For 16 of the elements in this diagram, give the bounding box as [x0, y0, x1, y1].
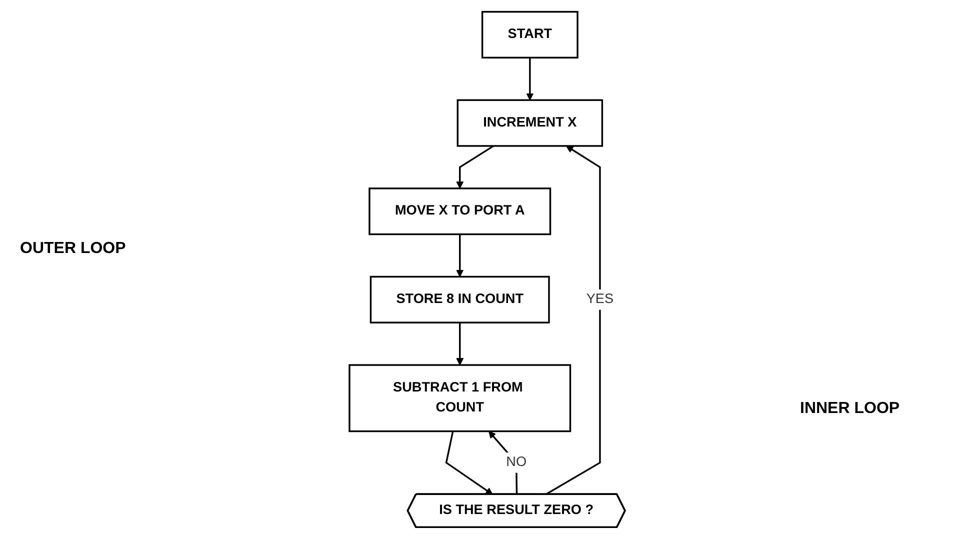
- arrow: [488, 430, 518, 495]
- edge-label: YES: [586, 292, 614, 306]
- edge-label: NO: [506, 455, 527, 470]
- node-box: START: [482, 10, 579, 58]
- arrow: [446, 431, 494, 495]
- loop-label: INNER LOOP: [800, 400, 900, 418]
- arrow: [456, 234, 464, 278]
- node-box: MOVE X TO PORT A: [368, 188, 552, 236]
- loop-label: OUTER LOOP: [20, 240, 126, 258]
- arrow: [456, 145, 494, 189]
- node-box: SUBTRACT 1 FROM COUNT: [348, 364, 572, 432]
- arrow: [545, 146, 602, 496]
- arrow: [526, 58, 534, 100]
- node-box: INCREMENT X: [457, 99, 604, 147]
- arrow: [456, 322, 464, 366]
- node-box: STORE 8 IN COUNT: [370, 276, 550, 324]
